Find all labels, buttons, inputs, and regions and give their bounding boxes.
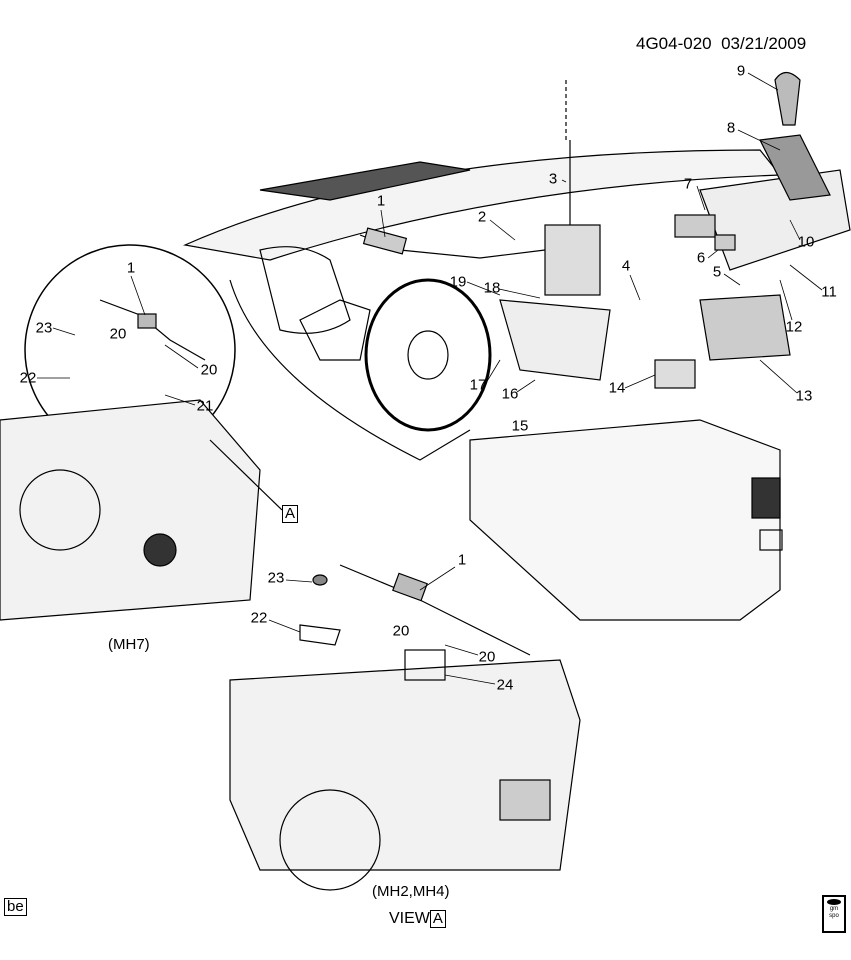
- callout-22: 22: [19, 369, 37, 387]
- view-ref-box: A: [429, 910, 446, 928]
- callout-8: 8: [726, 119, 736, 137]
- callout-1: 1: [376, 192, 386, 210]
- callout-18: 18: [483, 279, 501, 297]
- callout-20: 20: [109, 325, 127, 343]
- drawing-date: 03/21/2009: [721, 34, 807, 53]
- callout-14: 14: [608, 379, 626, 397]
- drawing-header: 4G04-020 03/21/2009: [636, 34, 806, 54]
- callout-13: 13: [795, 387, 813, 405]
- drawing-id: 4G04-020: [636, 34, 712, 53]
- callout-24: 24: [496, 676, 514, 694]
- callout-3: 3: [548, 170, 558, 188]
- callout-19: 19: [449, 273, 467, 291]
- callout-20: 20: [392, 622, 410, 640]
- callout-4: 4: [621, 257, 631, 275]
- callout-2: 2: [477, 208, 487, 226]
- callout-16: 16: [501, 385, 519, 403]
- callout-9: 9: [736, 62, 746, 80]
- callout-6: 6: [696, 249, 706, 267]
- inset-reference: A: [282, 505, 299, 523]
- callout-1: 1: [126, 259, 136, 277]
- mh2-mh4-label: (MH2,MH4): [372, 883, 450, 900]
- callout-1: 1: [457, 551, 467, 569]
- callout-22: 22: [250, 609, 268, 627]
- inset-ref-box: A: [282, 505, 299, 523]
- view-text: VIEW: [389, 910, 430, 927]
- callout-23: 23: [35, 319, 53, 337]
- callout-12: 12: [785, 318, 803, 336]
- callout-17: 17: [469, 376, 487, 394]
- callout-5: 5: [712, 263, 722, 281]
- callout-15: 15: [511, 417, 529, 435]
- callout-20: 20: [200, 361, 218, 379]
- callout-10: 10: [797, 233, 815, 251]
- callout-11: 11: [821, 283, 837, 301]
- callout-21: 21: [196, 397, 214, 415]
- callout-23: 23: [267, 569, 285, 587]
- mh7-label: (MH7): [108, 636, 150, 653]
- callout-7: 7: [683, 175, 693, 193]
- corner-code: be: [4, 898, 27, 916]
- callout-20: 20: [478, 648, 496, 666]
